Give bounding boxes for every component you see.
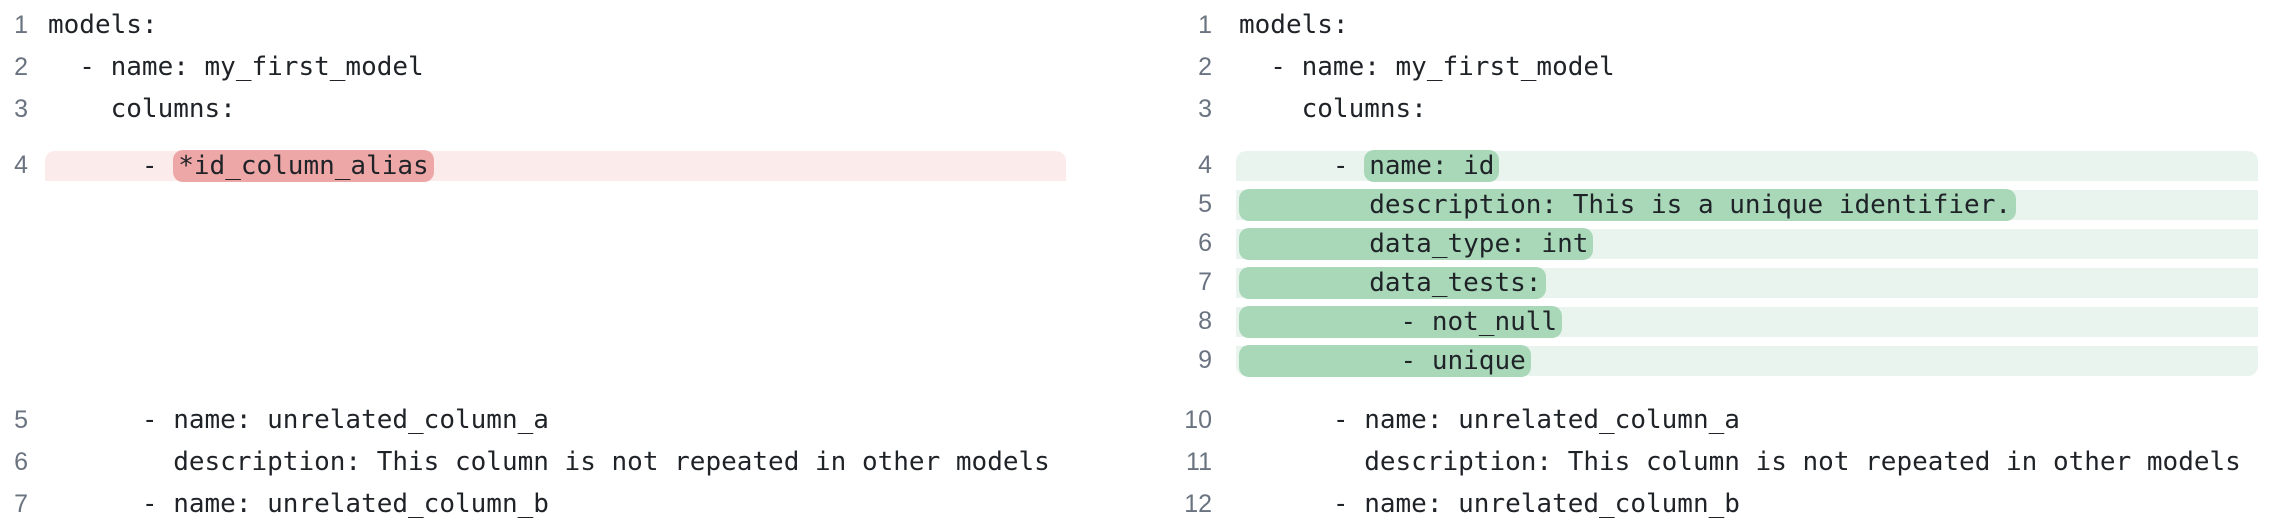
added-token-highlight: name: id	[1364, 149, 1500, 182]
line-number: 12	[1184, 489, 1212, 518]
code-line: 1 models:	[0, 4, 1139, 46]
removed-block: 4 - *id_column_alias	[0, 146, 1139, 380]
added-token-highlight: description: This is a unique identifier…	[1239, 188, 2017, 221]
code-indent: -	[1239, 150, 1365, 181]
line-number: 8	[1198, 307, 1212, 335]
added-token-highlight: data_tests:	[1239, 266, 1547, 299]
code-text: columns:	[1239, 94, 1427, 124]
collapsed-filler-row	[0, 263, 1139, 302]
line-number: 7	[1198, 268, 1212, 296]
line-number: 11	[1186, 447, 1212, 476]
line-number: 3	[14, 94, 28, 123]
line-number: 7	[14, 489, 28, 518]
code-text: - name: id	[1236, 149, 2258, 182]
removed-token-highlight: *id_column_alias	[173, 149, 434, 182]
collapsed-filler-row	[0, 341, 1139, 380]
code-text: models:	[1239, 10, 1349, 40]
code-text: description: This is a unique identifier…	[1236, 188, 2258, 221]
collapsed-filler-row	[0, 302, 1139, 341]
line-number: 4	[1198, 151, 1212, 179]
code-line-added: 4 - name: id	[1139, 146, 2278, 185]
code-line: 11 description: This column is not repea…	[1139, 441, 2278, 483]
code-line: 1 models:	[1139, 4, 2278, 46]
code-line: 10 - name: unrelated_column_a	[1139, 399, 2278, 441]
code-text: - name: unrelated_column_b	[1239, 489, 1740, 519]
collapsed-filler-row	[0, 224, 1139, 263]
code-text: data_type: int	[1236, 227, 2258, 260]
code-text: - name: my_first_model	[48, 52, 424, 82]
code-text: columns:	[48, 94, 236, 124]
line-number: 2	[1198, 52, 1212, 81]
line-number: 1	[1198, 10, 1212, 39]
collapsed-filler-row	[0, 185, 1139, 224]
added-token-highlight: - not_null	[1239, 305, 1563, 338]
line-number: 6	[1198, 229, 1212, 257]
code-line: 2 - name: my_first_model	[1139, 46, 2278, 88]
line-number: 6	[14, 447, 28, 476]
added-block: 4 - name: id 5 description: This is a un…	[1139, 146, 2278, 380]
code-text: - name: unrelated_column_a	[1239, 405, 1740, 435]
code-line: 5 - name: unrelated_column_a	[0, 399, 1139, 441]
line-number: 9	[1198, 346, 1212, 374]
diff-pane-before: 1 models: 2 - name: my_first_model 3 col…	[0, 0, 1139, 525]
code-line-removed: 4 - *id_column_alias	[0, 146, 1139, 185]
code-line: 3 columns:	[1139, 88, 2278, 130]
line-number: 3	[1198, 94, 1212, 123]
line-number: 2	[14, 52, 28, 81]
line-number: 5	[1198, 190, 1212, 218]
line-number: 1	[14, 10, 28, 39]
code-text: data_tests:	[1236, 266, 2258, 299]
code-text: - name: unrelated_column_b	[48, 489, 549, 519]
code-text: - name: my_first_model	[1239, 52, 1615, 82]
added-token-highlight: - unique	[1239, 344, 1531, 377]
code-line-added: 7 data_tests:	[1139, 263, 2278, 302]
line-number: 10	[1184, 405, 1212, 434]
code-text: models:	[48, 10, 158, 40]
diff-pane-after: 1 models: 2 - name: my_first_model 3 col…	[1139, 0, 2278, 525]
code-text: - *id_column_alias	[45, 149, 1066, 182]
code-indent: -	[48, 150, 174, 181]
line-number: 4	[14, 151, 28, 179]
code-line-added: 6 data_type: int	[1139, 224, 2278, 263]
code-text: description: This column is not repeated…	[1239, 447, 2241, 477]
line-number: 5	[14, 405, 28, 434]
code-line-added: 8 - not_null	[1139, 302, 2278, 341]
code-text: - unique	[1236, 344, 2258, 377]
code-line: 2 - name: my_first_model	[0, 46, 1139, 88]
added-token-highlight: data_type: int	[1239, 227, 1594, 260]
code-line-added: 5 description: This is a unique identifi…	[1139, 185, 2278, 224]
code-text: - name: unrelated_column_a	[48, 405, 549, 435]
code-line-added: 9 - unique	[1139, 341, 2278, 380]
code-text: - not_null	[1236, 305, 2258, 338]
code-line: 7 - name: unrelated_column_b	[0, 483, 1139, 525]
code-line: 12 - name: unrelated_column_b	[1139, 483, 2278, 525]
code-line: 3 columns:	[0, 88, 1139, 130]
code-line: 6 description: This column is not repeat…	[0, 441, 1139, 483]
code-text: description: This column is not repeated…	[48, 447, 1050, 477]
